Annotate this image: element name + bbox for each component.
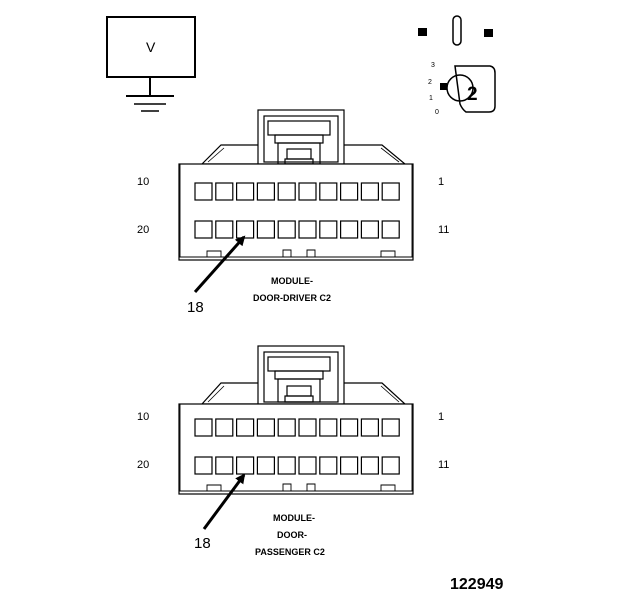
pin-cavity [319,418,338,437]
callout-arrow-driver [193,235,246,293]
pin-cavity [215,220,234,239]
pin-label-11: 11 [438,459,450,471]
pin-cavity [319,182,338,201]
connector-passenger-pin-cavities [194,418,400,475]
connector-caption-line: MODULE- [271,276,313,286]
pin-cavity [340,418,359,437]
meter-label: V [146,39,156,55]
pin-cavity [256,418,275,437]
pin-label-1: 1 [438,176,445,188]
pin-label-20: 20 [137,224,150,236]
connector-caption-line: DOOR-DRIVER C2 [253,293,332,303]
pin-cavity [256,220,275,239]
pin-cavity [277,418,296,437]
pin-cavity [277,220,296,239]
pin-cavity [360,418,379,437]
callout-pin-number: 18 [187,299,204,316]
pin-cavity [340,182,359,201]
switch-scale-0: 0 [435,109,439,116]
pin-cavity [360,220,379,239]
pin-label-11: 11 [438,224,450,236]
callout-arrow-passenger [202,473,246,530]
pin-cavity [194,182,213,201]
pin-cavity [256,182,275,201]
connector-caption-line: MODULE- [273,513,315,523]
pin-cavity [360,182,379,201]
pin-cavity [340,220,359,239]
connector-caption-line: PASSENGER C2 [255,547,325,557]
pin-cavity [215,418,234,437]
pin-cavity [298,182,317,201]
pin-cavity [381,220,400,239]
pin-cavity [256,456,275,475]
pin-cavity [360,456,379,475]
pin-cavity [319,220,338,239]
pin-cavity [319,456,338,475]
pin-cavity [194,220,213,239]
voltmeter-symbol [106,16,196,112]
connector-passenger-c2 [178,345,414,495]
switch-scale-3: 3 [431,62,435,69]
pin-cavity [277,456,296,475]
pin-cavity [381,456,400,475]
connector-driver-pin-cavities [194,182,400,239]
ignition-key-icon [418,15,496,113]
pin-cavity [381,182,400,201]
switch-scale-1: 1 [429,95,433,102]
pin-label-10: 10 [137,411,150,423]
pin-cavity [194,456,213,475]
pin-label-20: 20 [137,459,150,471]
pin-cavity [298,418,317,437]
figure-number: 122949 [450,576,504,593]
pin-cavity [194,418,213,437]
connector-caption-line: DOOR- [277,530,307,540]
connector-driver-c2 [178,109,414,261]
pin-cavity [381,418,400,437]
pin-label-10: 10 [137,176,150,188]
pin-cavity [277,182,296,201]
callout-pin-number: 18 [194,535,211,552]
pin-cavity [236,418,255,437]
pin-cavity [340,456,359,475]
pin-cavity [236,182,255,201]
pin-cavity [298,220,317,239]
pin-label-1: 1 [438,411,445,423]
pin-cavity [215,182,234,201]
pin-cavity [215,456,234,475]
pin-cavity [298,456,317,475]
ignition-position: 2 [467,84,478,105]
switch-scale-2: 2 [428,79,432,86]
